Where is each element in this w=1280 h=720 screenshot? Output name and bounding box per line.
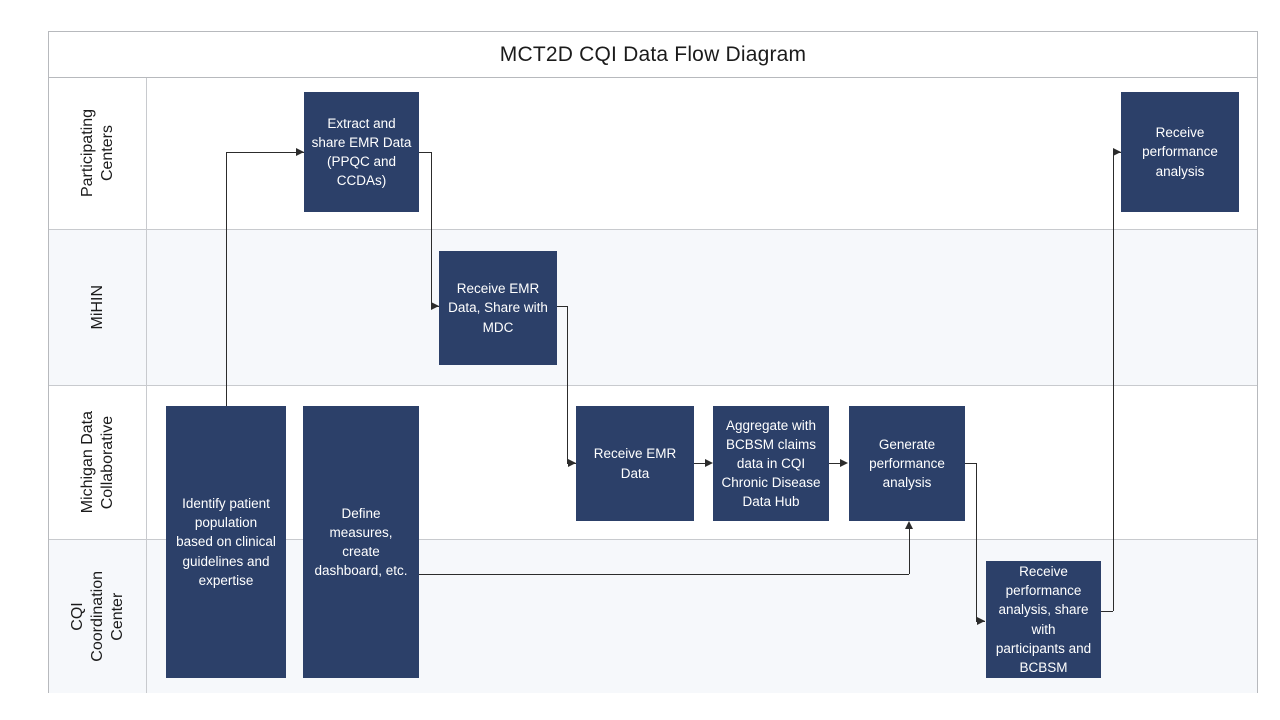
connector-extract-to-mihin-vertical xyxy=(431,152,432,306)
connector-identify-to-extract-horizontal xyxy=(226,152,311,153)
process-node-label: Aggregate with BCBSM claims data in CQI … xyxy=(721,417,821,510)
arrowhead-mihin-to-receive-emr xyxy=(568,458,576,467)
process-node-label: Identify patient population based on cli… xyxy=(176,496,276,588)
connector-define-to-generate-horizontal xyxy=(419,574,909,575)
connector-generate-to-cqi-vertical xyxy=(976,463,977,621)
diagram-frame: MCT2D CQI Data Flow Diagram Participatin… xyxy=(48,31,1258,693)
arrowhead-receive-emr-to-aggregate xyxy=(705,458,713,467)
connector-extract-to-mihin-horizontal-a xyxy=(419,152,431,153)
connector-generate-to-cqi-horizontal-a xyxy=(965,463,976,464)
swimlane-label-cqi-coordination-center: CQI Coordination Center xyxy=(49,540,147,693)
diagram-title-bar: MCT2D CQI Data Flow Diagram xyxy=(49,32,1257,78)
arrowhead-generate-to-cqi xyxy=(977,616,985,625)
process-node-define-measures[interactable]: Define measures, create dashboard, etc. xyxy=(303,406,419,678)
connector-mihin-to-receive-emr-vertical xyxy=(567,306,568,463)
swimlane-label-mihin: MiHIN xyxy=(49,230,147,385)
arrowhead-extract-to-mihin xyxy=(431,301,439,310)
swimlane-label-text: CQI Coordination Center xyxy=(68,571,126,662)
swimlane-label-michigan-data-collaborative: Michigan Data Collaborative xyxy=(49,386,147,539)
connector-receive-emr-to-aggregate xyxy=(694,463,708,464)
process-node-label: Receive EMR Data, Share with MDC xyxy=(448,281,548,335)
process-node-aggregate-bcbsm-claims[interactable]: Aggregate with BCBSM claims data in CQI … xyxy=(713,406,829,521)
process-node-extract-share-emr-data[interactable]: Extract and share EMR Data (PPQC and CCD… xyxy=(304,92,419,212)
process-node-generate-performance-analysis[interactable]: Generate performance analysis xyxy=(849,406,965,521)
arrowhead-identify-to-extract xyxy=(296,147,304,156)
process-node-receive-performance-analysis-centers[interactable]: Receive performance analysis xyxy=(1121,92,1239,212)
page-title: MCT2D CQI Data Flow Diagram xyxy=(499,42,807,66)
process-node-receive-emr-data-share-mdc[interactable]: Receive EMR Data, Share with MDC xyxy=(439,251,557,365)
process-node-label: Receive performance analysis, share with… xyxy=(995,564,1092,675)
process-node-identify-patient-population[interactable]: Identify patient population based on cli… xyxy=(166,406,286,678)
process-node-receive-share-performance-analysis[interactable]: Receive performance analysis, share with… xyxy=(986,561,1101,678)
connector-cqi-to-centers-horizontal-a xyxy=(1101,611,1113,612)
arrowhead-define-to-generate xyxy=(904,521,913,529)
arrowhead-aggregate-to-generate xyxy=(840,458,848,467)
connector-define-to-generate-vertical xyxy=(909,529,910,574)
process-node-label: Generate performance analysis xyxy=(869,436,945,491)
connector-cqi-to-centers-vertical xyxy=(1113,152,1114,611)
connector-aggregate-to-generate xyxy=(829,463,843,464)
process-node-receive-emr-data-mdc[interactable]: Receive EMR Data xyxy=(576,406,694,521)
swimlane-label-text: MiHIN xyxy=(88,285,106,330)
swimlane-label-text: Participating Centers xyxy=(78,109,116,198)
process-node-label: Receive performance analysis xyxy=(1142,125,1218,179)
connector-identify-to-extract-vertical xyxy=(226,152,227,406)
swimlane-mihin: MiHIN xyxy=(49,230,1257,386)
swimlane-label-text: Michigan Data Collaborative xyxy=(78,411,116,514)
arrowhead-cqi-to-centers xyxy=(1113,147,1121,156)
swimlane-label-participating-centers: Participating Centers xyxy=(49,78,147,229)
process-node-label: Receive EMR Data xyxy=(593,446,677,481)
process-node-label: Define measures, create dashboard, etc. xyxy=(314,505,408,579)
connector-mihin-to-receive-emr-horizontal-a xyxy=(557,306,567,307)
swimlane-participating-centers: Participating Centers xyxy=(49,78,1257,230)
process-node-label: Extract and share EMR Data (PPQC and CCD… xyxy=(311,115,412,189)
